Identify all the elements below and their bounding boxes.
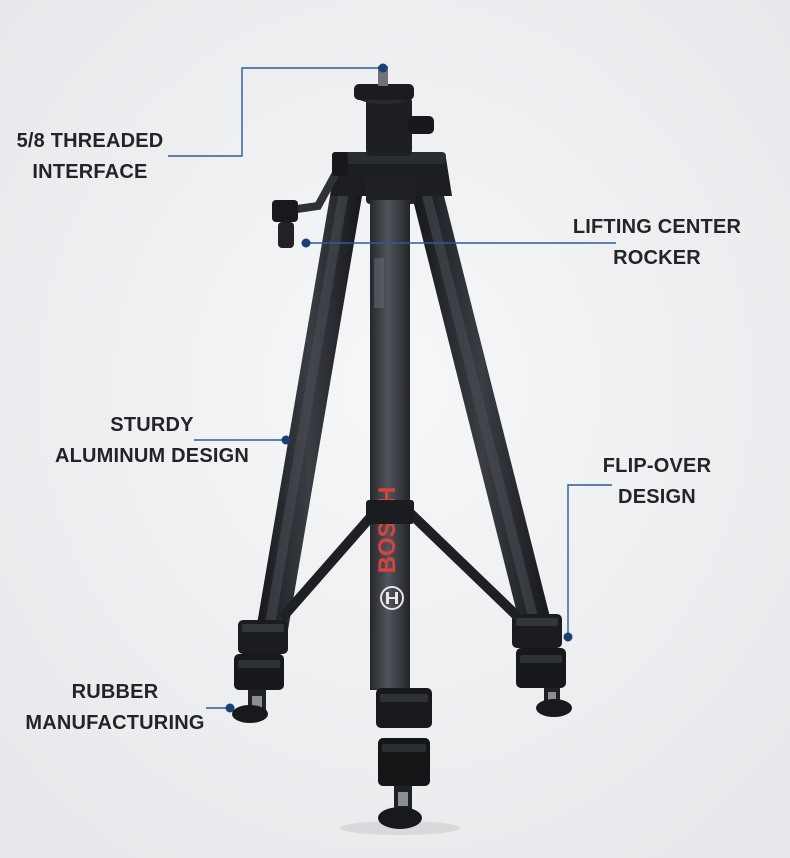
right-leg (412, 196, 572, 717)
threaded-screw (378, 66, 388, 86)
callout-flip-over-design: FLIP-OVER DESIGN (588, 451, 726, 513)
center-column: BOSCH (366, 176, 432, 829)
threaded-mount (354, 66, 434, 156)
lock-knob (408, 116, 434, 134)
callout-threaded-interface: 5/8 THREADED INTERFACE (10, 126, 170, 188)
spec-label (374, 258, 384, 308)
callout-threaded-line2: INTERFACE (32, 161, 148, 183)
left-rubber-foot (232, 705, 268, 723)
callout-flipover-line2: DESIGN (618, 486, 696, 508)
callout-aluminum-line1: STURDY (110, 414, 194, 436)
brand-logo-mark (380, 586, 404, 610)
callout-rubber-line2: MANUFACTURING (25, 712, 205, 734)
callout-aluminum-line2: ALUMINUM DESIGN (54, 445, 250, 467)
leader-dots (225, 63, 573, 713)
callout-rubber-line1: RUBBER (71, 681, 159, 703)
callout-threaded-line1: 5/8 THREADED (16, 130, 164, 152)
callout-rocker-line2: ROCKER (613, 247, 701, 269)
left-leg (232, 196, 362, 723)
callout-rocker-line1: LIFTING CENTER (572, 216, 742, 238)
center-rubber-foot (378, 807, 422, 829)
brand-logo-text: BOSCH (374, 487, 401, 574)
callout-flipover-line1: FLIP-OVER (602, 455, 712, 477)
callout-rubber-manufacturing: RUBBER MANUFACTURING (16, 677, 214, 739)
crank-knob (278, 222, 294, 248)
callout-sturdy-aluminum: STURDY ALUMINUM DESIGN (46, 410, 258, 472)
callout-lifting-center-rocker: LIFTING CENTER ROCKER (566, 212, 748, 274)
spreader-braces (279, 508, 520, 622)
right-rubber-foot (536, 699, 572, 717)
leader-lines (168, 67, 616, 709)
